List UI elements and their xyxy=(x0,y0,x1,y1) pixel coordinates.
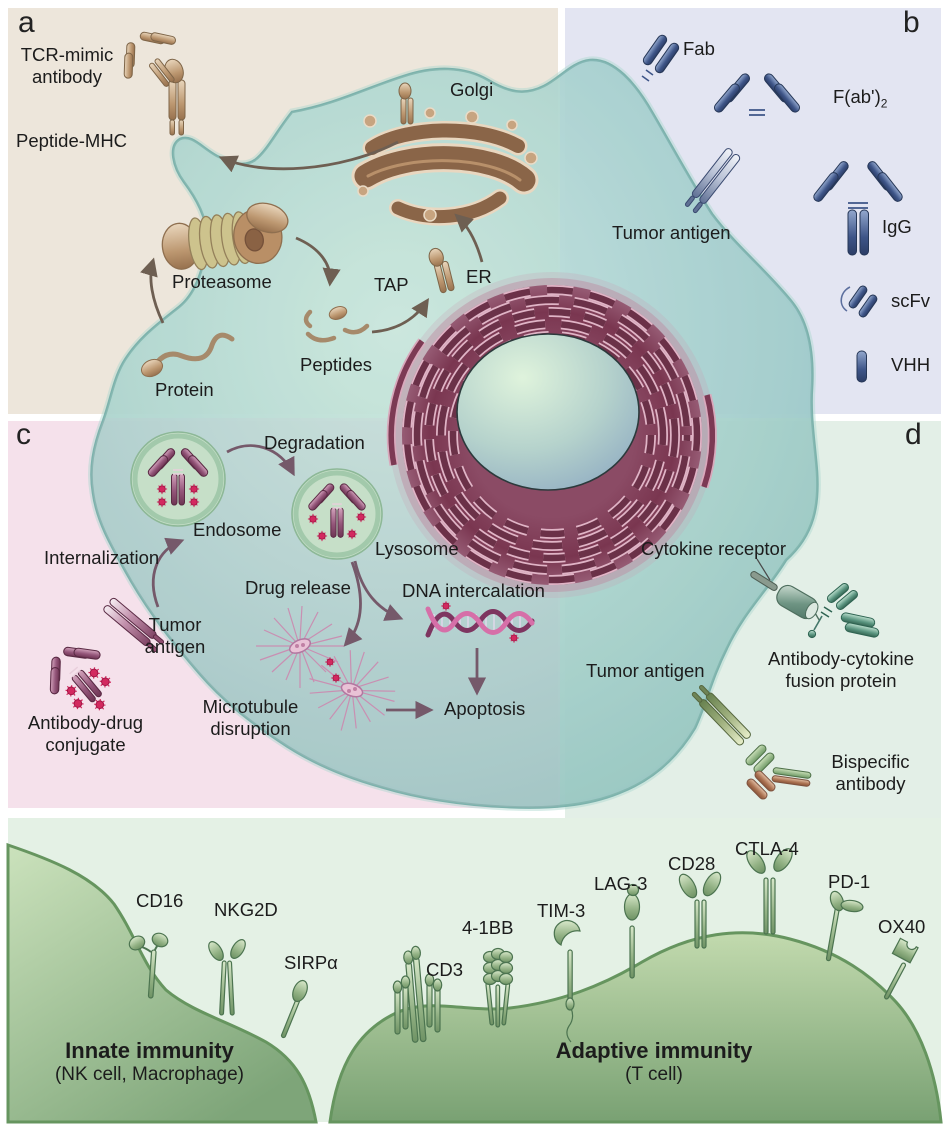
ox40-receptor-icon xyxy=(883,937,919,1000)
panel-letter-a: a xyxy=(18,6,35,39)
label-vhh: VHH xyxy=(891,354,931,375)
antibody-cytokine-fusion-icon xyxy=(776,581,881,639)
innate-immunity-heading: Innate immunity xyxy=(65,1038,234,1063)
label-er: ER xyxy=(466,266,492,287)
antigen-processing-arrows xyxy=(140,140,484,334)
label-antibody-drug-conjugate: Antibody-drug conjugate xyxy=(27,712,144,755)
tim-3-receptor-icon xyxy=(553,920,581,1043)
peptides-illustration xyxy=(303,306,370,343)
tumor-antigen-c-icon xyxy=(103,597,165,653)
label-endosome: Endosome xyxy=(193,519,282,540)
tcr-mimic-antibody-icon xyxy=(123,30,177,87)
label-proteasome: Proteasome xyxy=(172,271,272,292)
label-drug-release: Drug release xyxy=(245,577,351,598)
label-nkg2d: NKG2D xyxy=(214,899,278,920)
label-golgi: Golgi xyxy=(450,79,494,100)
nkg2d-receptor-icon xyxy=(208,939,246,1016)
label-lag-3: LAG-3 xyxy=(594,873,648,894)
lag-3-receptor-icon xyxy=(623,883,641,979)
adaptive-immunity-subheading: (T cell) xyxy=(625,1063,683,1085)
label-pd-1: PD-1 xyxy=(828,871,871,892)
label-ctla-4: CTLA-4 xyxy=(735,838,799,859)
label-cytokine-receptor: Cytokine receptor xyxy=(641,538,786,559)
proteasome-illustration xyxy=(161,202,289,271)
label-igg: IgG xyxy=(882,216,912,237)
tumor-antigen-d-icon xyxy=(690,684,751,746)
label-apoptosis: Apoptosis xyxy=(444,698,526,719)
bispecific-antibody-icon xyxy=(743,742,812,802)
cytokine-receptor-icon xyxy=(750,558,778,591)
label-cd3: CD3 xyxy=(426,959,464,980)
innate-immunity-subheading: (NK cell, Macrophage) xyxy=(54,1063,245,1085)
microtubule-disruption-illustration xyxy=(255,605,406,743)
adaptive-immunity-title: Adaptive immunity (T cell) xyxy=(518,1038,790,1086)
fab2-icon xyxy=(712,71,802,116)
panel-letter-b: b xyxy=(903,6,920,39)
label-cd28: CD28 xyxy=(668,853,716,874)
innate-immunity-title: Innate immunity (NK cell, Macrophage) xyxy=(32,1038,267,1086)
mhc-on-golgi-icon xyxy=(398,82,414,125)
endosome-illustration xyxy=(130,431,226,527)
label-cd16: CD16 xyxy=(136,890,184,911)
4-1bb-receptor-icon xyxy=(482,947,514,1028)
label-microtubule-disruption: Microtubule disruption xyxy=(202,696,299,739)
label-peptide-mhc: Peptide-MHC xyxy=(16,130,128,151)
label-lysosome: Lysosome xyxy=(375,538,459,559)
label-sirpa: SIRPα xyxy=(284,952,338,973)
label-tim-3: TIM-3 xyxy=(537,900,586,921)
pd-1-receptor-icon xyxy=(825,890,864,962)
scfv-icon xyxy=(840,283,879,320)
tumor-antigen-b-icon xyxy=(684,148,741,214)
nucleus-er-illustration xyxy=(386,272,717,598)
tap-transporter-icon xyxy=(428,247,455,294)
sirpa-receptor-icon xyxy=(280,979,308,1039)
label-ox40: OX40 xyxy=(878,916,926,937)
protein-illustration xyxy=(140,332,235,378)
label-fab2-main: F(ab') xyxy=(833,86,881,107)
label-fab2: F(ab')2 xyxy=(833,86,887,111)
vhh-icon xyxy=(856,350,867,383)
label-tcr-mimic-antibody: TCR-mimic antibody xyxy=(20,44,114,87)
label-protein: Protein xyxy=(155,379,214,400)
golgi-illustration xyxy=(351,107,539,226)
peptide-mhc-icon xyxy=(164,58,186,136)
adaptive-immunity-heading: Adaptive immunity xyxy=(555,1038,753,1063)
label-degradation: Degradation xyxy=(264,432,365,453)
label-tumor-antigen-c: Tumor antigen xyxy=(144,614,206,657)
adc-pathway-arrows xyxy=(151,444,487,720)
label-fusion-protein: Antibody-cytokine fusion protein xyxy=(767,648,915,691)
label-internalization: Internalization xyxy=(44,547,160,568)
label-fab2-sub: 2 xyxy=(880,96,888,111)
label-4-1bb: 4-1BB xyxy=(462,917,514,938)
label-tumor-antigen-b: Tumor antigen xyxy=(612,222,731,243)
lysosome-illustration xyxy=(291,468,383,560)
ctla-4-receptor-icon xyxy=(746,848,793,935)
panel-letter-d: d xyxy=(905,418,922,451)
panel-letter-c: c xyxy=(16,418,31,451)
dna-intercalation-illustration xyxy=(425,600,535,644)
label-tap: TAP xyxy=(374,274,409,295)
cd16-receptor-icon xyxy=(128,932,169,999)
label-peptides: Peptides xyxy=(300,354,372,375)
label-dna-intercalation: DNA intercalation xyxy=(402,580,545,601)
fab-icon xyxy=(641,32,681,82)
cd3-receptor-icon xyxy=(392,945,443,1043)
igg-icon xyxy=(811,159,905,256)
cd28-receptor-icon xyxy=(678,871,722,949)
label-scfv: scFv xyxy=(891,290,931,311)
label-bispecific-antibody: Bispecific antibody xyxy=(831,751,910,794)
innate-immune-cell xyxy=(6,842,318,1124)
label-fab: Fab xyxy=(683,38,715,59)
label-tumor-antigen-d: Tumor antigen xyxy=(586,660,705,681)
